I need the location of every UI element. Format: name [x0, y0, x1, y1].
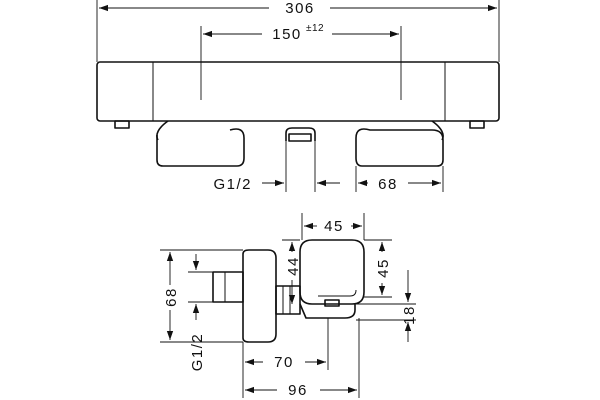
label-spout-drop: 18: [401, 305, 418, 325]
left-handle: [156, 128, 245, 167]
label-spout-height: 44: [285, 256, 302, 276]
label-side-height: 68: [163, 287, 180, 307]
dim-spout-drop: 18: [356, 270, 418, 342]
label-handle-offset: 68: [378, 176, 398, 193]
mixer-body-outline: [96, 61, 500, 122]
side-handle-block: [299, 239, 365, 305]
side-view: [212, 239, 365, 343]
label-connection-thread: G1/2: [213, 176, 252, 193]
dim-side-height: 68: [160, 249, 243, 343]
dim-spout-height: 44: [282, 239, 302, 304]
dim-body-height: 45: [364, 239, 392, 298]
label-projection-long: 96: [288, 382, 308, 399]
label-center-distance: 150: [272, 26, 302, 43]
dim-body-depth: 45: [301, 213, 365, 240]
dim-projection: 70 96: [242, 318, 360, 399]
right-handle: [355, 128, 444, 167]
front-view: [96, 61, 500, 167]
central-outlet: [285, 127, 316, 141]
side-inner-outline: [318, 289, 357, 297]
dim-overall-width: 306: [96, 0, 500, 62]
spout-aerator: [324, 299, 340, 307]
dim-center-distance: 150 ±12: [200, 23, 402, 100]
neck: [275, 285, 301, 315]
label-overall-width: 306: [285, 0, 315, 17]
label-body-height: 45: [375, 258, 392, 278]
wall-stem: [212, 271, 244, 303]
right-end-connector: [469, 120, 485, 129]
escutcheon: [242, 249, 277, 343]
label-side-thread: G1/2: [189, 333, 206, 372]
left-end-connector: [114, 120, 130, 129]
dim-side-thread: G1/2: [188, 254, 213, 371]
label-projection-short: 70: [274, 354, 294, 371]
outlet-nozzle: [288, 133, 312, 142]
label-center-tolerance: ±12: [306, 23, 324, 34]
dim-front-bottom: G1/2 68: [213, 141, 444, 193]
side-spout: [299, 303, 356, 319]
label-body-depth: 45: [324, 218, 344, 235]
